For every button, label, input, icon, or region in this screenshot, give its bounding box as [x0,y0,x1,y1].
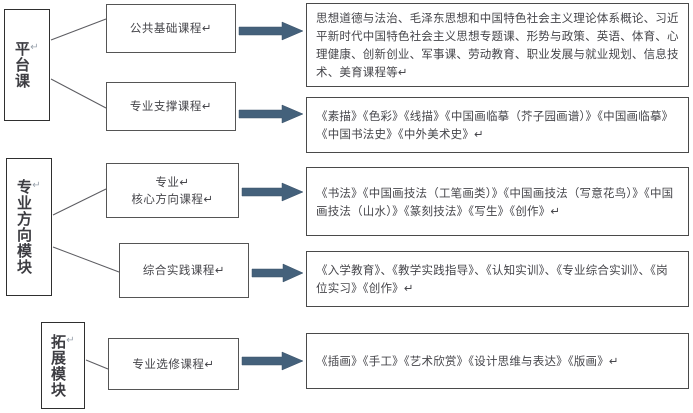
module-box-major-direction[interactable]: 专业方向模块 ↵ [6,158,52,296]
category-label-major-core-line2: 核心方向课程↵ [131,191,214,206]
module-label-platform: 平台课 [13,41,31,89]
category-box-comprehensive-practice[interactable]: 综合实践课程↵ [119,243,249,298]
leader-line-direction-to-practice [52,246,120,273]
leader-line-expansion-to-elective [85,359,109,370]
course-list-box-major-elective[interactable]: 《插画》《手工》《艺术欣赏》《设计思维与表达》《版画》↵ [306,333,689,389]
leader-line-platform-to-major-support [50,78,107,109]
category-label-comprehensive-practice: 综合实践课程↵ [142,263,226,277]
course-list-box-major-support[interactable]: 《素描》《色彩》《线描》《中国画临摹（芥子园画谱）》《中国画临摹》《中国书法史》… [306,97,689,153]
leader-line-platform-to-public-basic [50,18,107,41]
category-label-major-core-line1: 专业↵ [155,174,190,189]
module-box-expansion[interactable]: 拓展模块 ↵ [41,322,85,409]
course-list-box-comprehensive-practice[interactable]: 《入学教育》、《教学实践指导》、《认知实训》、《专业综合实训》、《岗位实习》《创… [306,251,689,307]
block-arrow-major-elective [241,351,304,371]
pilcrow-icon: ↵ [65,334,76,346]
category-label-major-elective: 专业选修课程↵ [132,356,215,371]
block-arrow-comprehensive-practice [251,263,304,283]
module-label-major-direction: 专业方向模块 [15,179,33,275]
module-label-expansion: 拓展模块 [49,333,67,398]
block-arrow-major-support [238,104,304,124]
category-label-major-core: 专业↵ 核心方向课程↵ [127,174,217,208]
leader-line-direction-to-major-core [52,188,107,216]
pilcrow-icon: ↵ [31,180,42,191]
module-box-platform[interactable]: 平台课 ↵ [4,9,50,121]
category-label-public-basic: 公共基础课程↵ [129,21,213,35]
category-box-major-support[interactable]: 专业支撑课程↵ [106,82,236,131]
category-label-major-support: 专业支撑课程↵ [129,99,213,113]
course-list-text-major-support: 《素描》《色彩》《线描》《中国画临摹（芥子园画谱）》《中国画临摹》《中国书法史》… [316,109,674,141]
course-list-text-public-basic: 思想道德与法治、毛泽东思想和中国特色社会主义理论体系概论、习近平新时代中国特色社… [316,11,679,79]
block-arrow-major-core [241,182,304,202]
category-box-public-basic[interactable]: 公共基础课程↵ [106,4,236,53]
course-list-box-major-core[interactable]: 《书法》《中国画技法（工笔画类）》《中国画技法（写意花鸟）》《中国画技法（山水）… [306,167,689,236]
pilcrow-icon: ↵ [29,42,40,53]
category-box-major-core[interactable]: 专业↵ 核心方向课程↵ [106,163,239,218]
course-list-text-major-elective: 《插画》《手工》《艺术欣赏》《设计思维与表达》《版画》↵ [316,354,619,368]
block-arrow-public-basic [238,21,304,41]
course-list-text-major-core: 《书法》《中国画技法（工笔画类）》《中国画技法（写意花鸟）》《中国画技法（山水）… [316,185,674,218]
category-box-major-elective[interactable]: 专业选修课程↵ [108,338,239,390]
course-list-box-public-basic[interactable]: 思想道德与法治、毛泽东思想和中国特色社会主义理论体系概论、习近平新时代中国特色社… [306,3,689,87]
course-list-text-comprehensive-practice: 《入学教育》、《教学实践指导》、《认知实训》、《专业综合实训》、《岗位实习》《创… [316,263,668,295]
